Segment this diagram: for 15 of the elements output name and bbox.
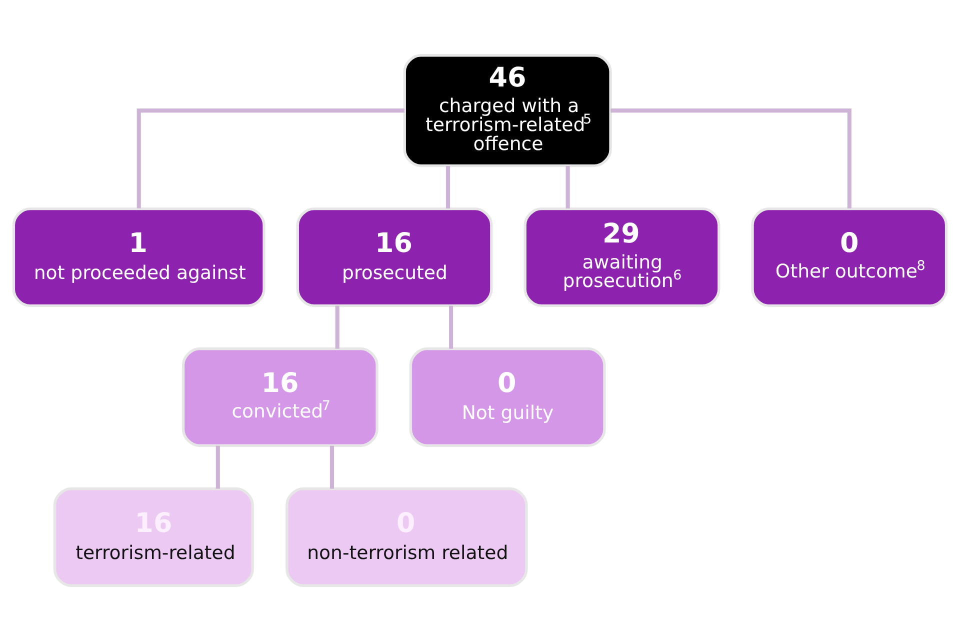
connector xyxy=(446,166,450,208)
connector xyxy=(566,166,570,208)
node-box: 0 Not guilty xyxy=(409,346,606,446)
connector xyxy=(335,305,340,348)
connector xyxy=(330,445,334,488)
connector xyxy=(610,108,852,208)
node-box: 16 prosecuted xyxy=(296,206,493,307)
node-box: 1 not proceeded against xyxy=(12,206,266,307)
node-box: 16 convicted$^{7}$ xyxy=(182,346,378,446)
node-box: 0 Other outcome$^{8}$ xyxy=(751,206,948,307)
node-box: 46 charged with a terrorism-related$^{5}$ offence xyxy=(403,54,612,167)
node-box: 29 awaiting prosecution$^{6}$ xyxy=(524,206,720,307)
connector xyxy=(449,305,454,348)
connector xyxy=(136,108,404,208)
connector xyxy=(216,445,220,488)
